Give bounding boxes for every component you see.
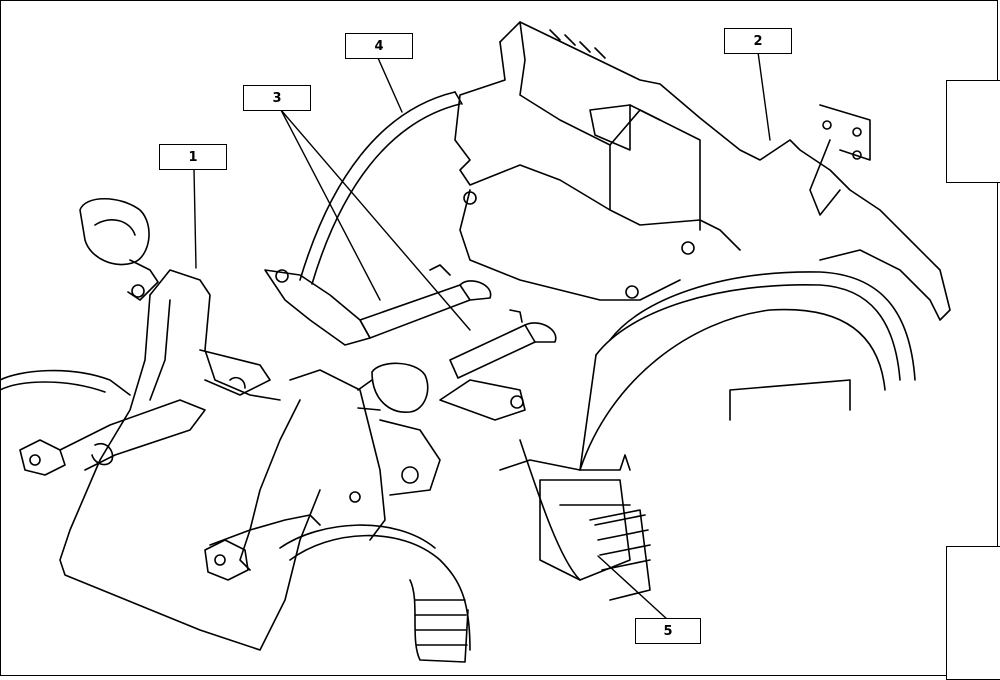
side-tab-top — [946, 80, 1000, 183]
work-lights — [79, 198, 429, 413]
rear-arc-fender — [299, 91, 463, 285]
leader-lines — [193, 51, 771, 621]
rear-right-fender — [519, 271, 916, 581]
side-tab-bottom — [946, 546, 1000, 680]
front-mudflap — [0, 369, 471, 663]
step-ladder — [499, 454, 651, 601]
callout-4[interactable]: 4 — [345, 33, 413, 59]
hydraulic-cylinders — [264, 264, 557, 421]
left-axle-bracket — [19, 269, 321, 651]
callout-1[interactable]: 1 — [159, 144, 227, 170]
central-support — [204, 369, 441, 581]
rear-frame — [454, 21, 951, 321]
callout-2[interactable]: 2 — [724, 28, 792, 54]
callout-5[interactable]: 5 — [635, 618, 701, 644]
callout-3[interactable]: 3 — [243, 85, 311, 111]
